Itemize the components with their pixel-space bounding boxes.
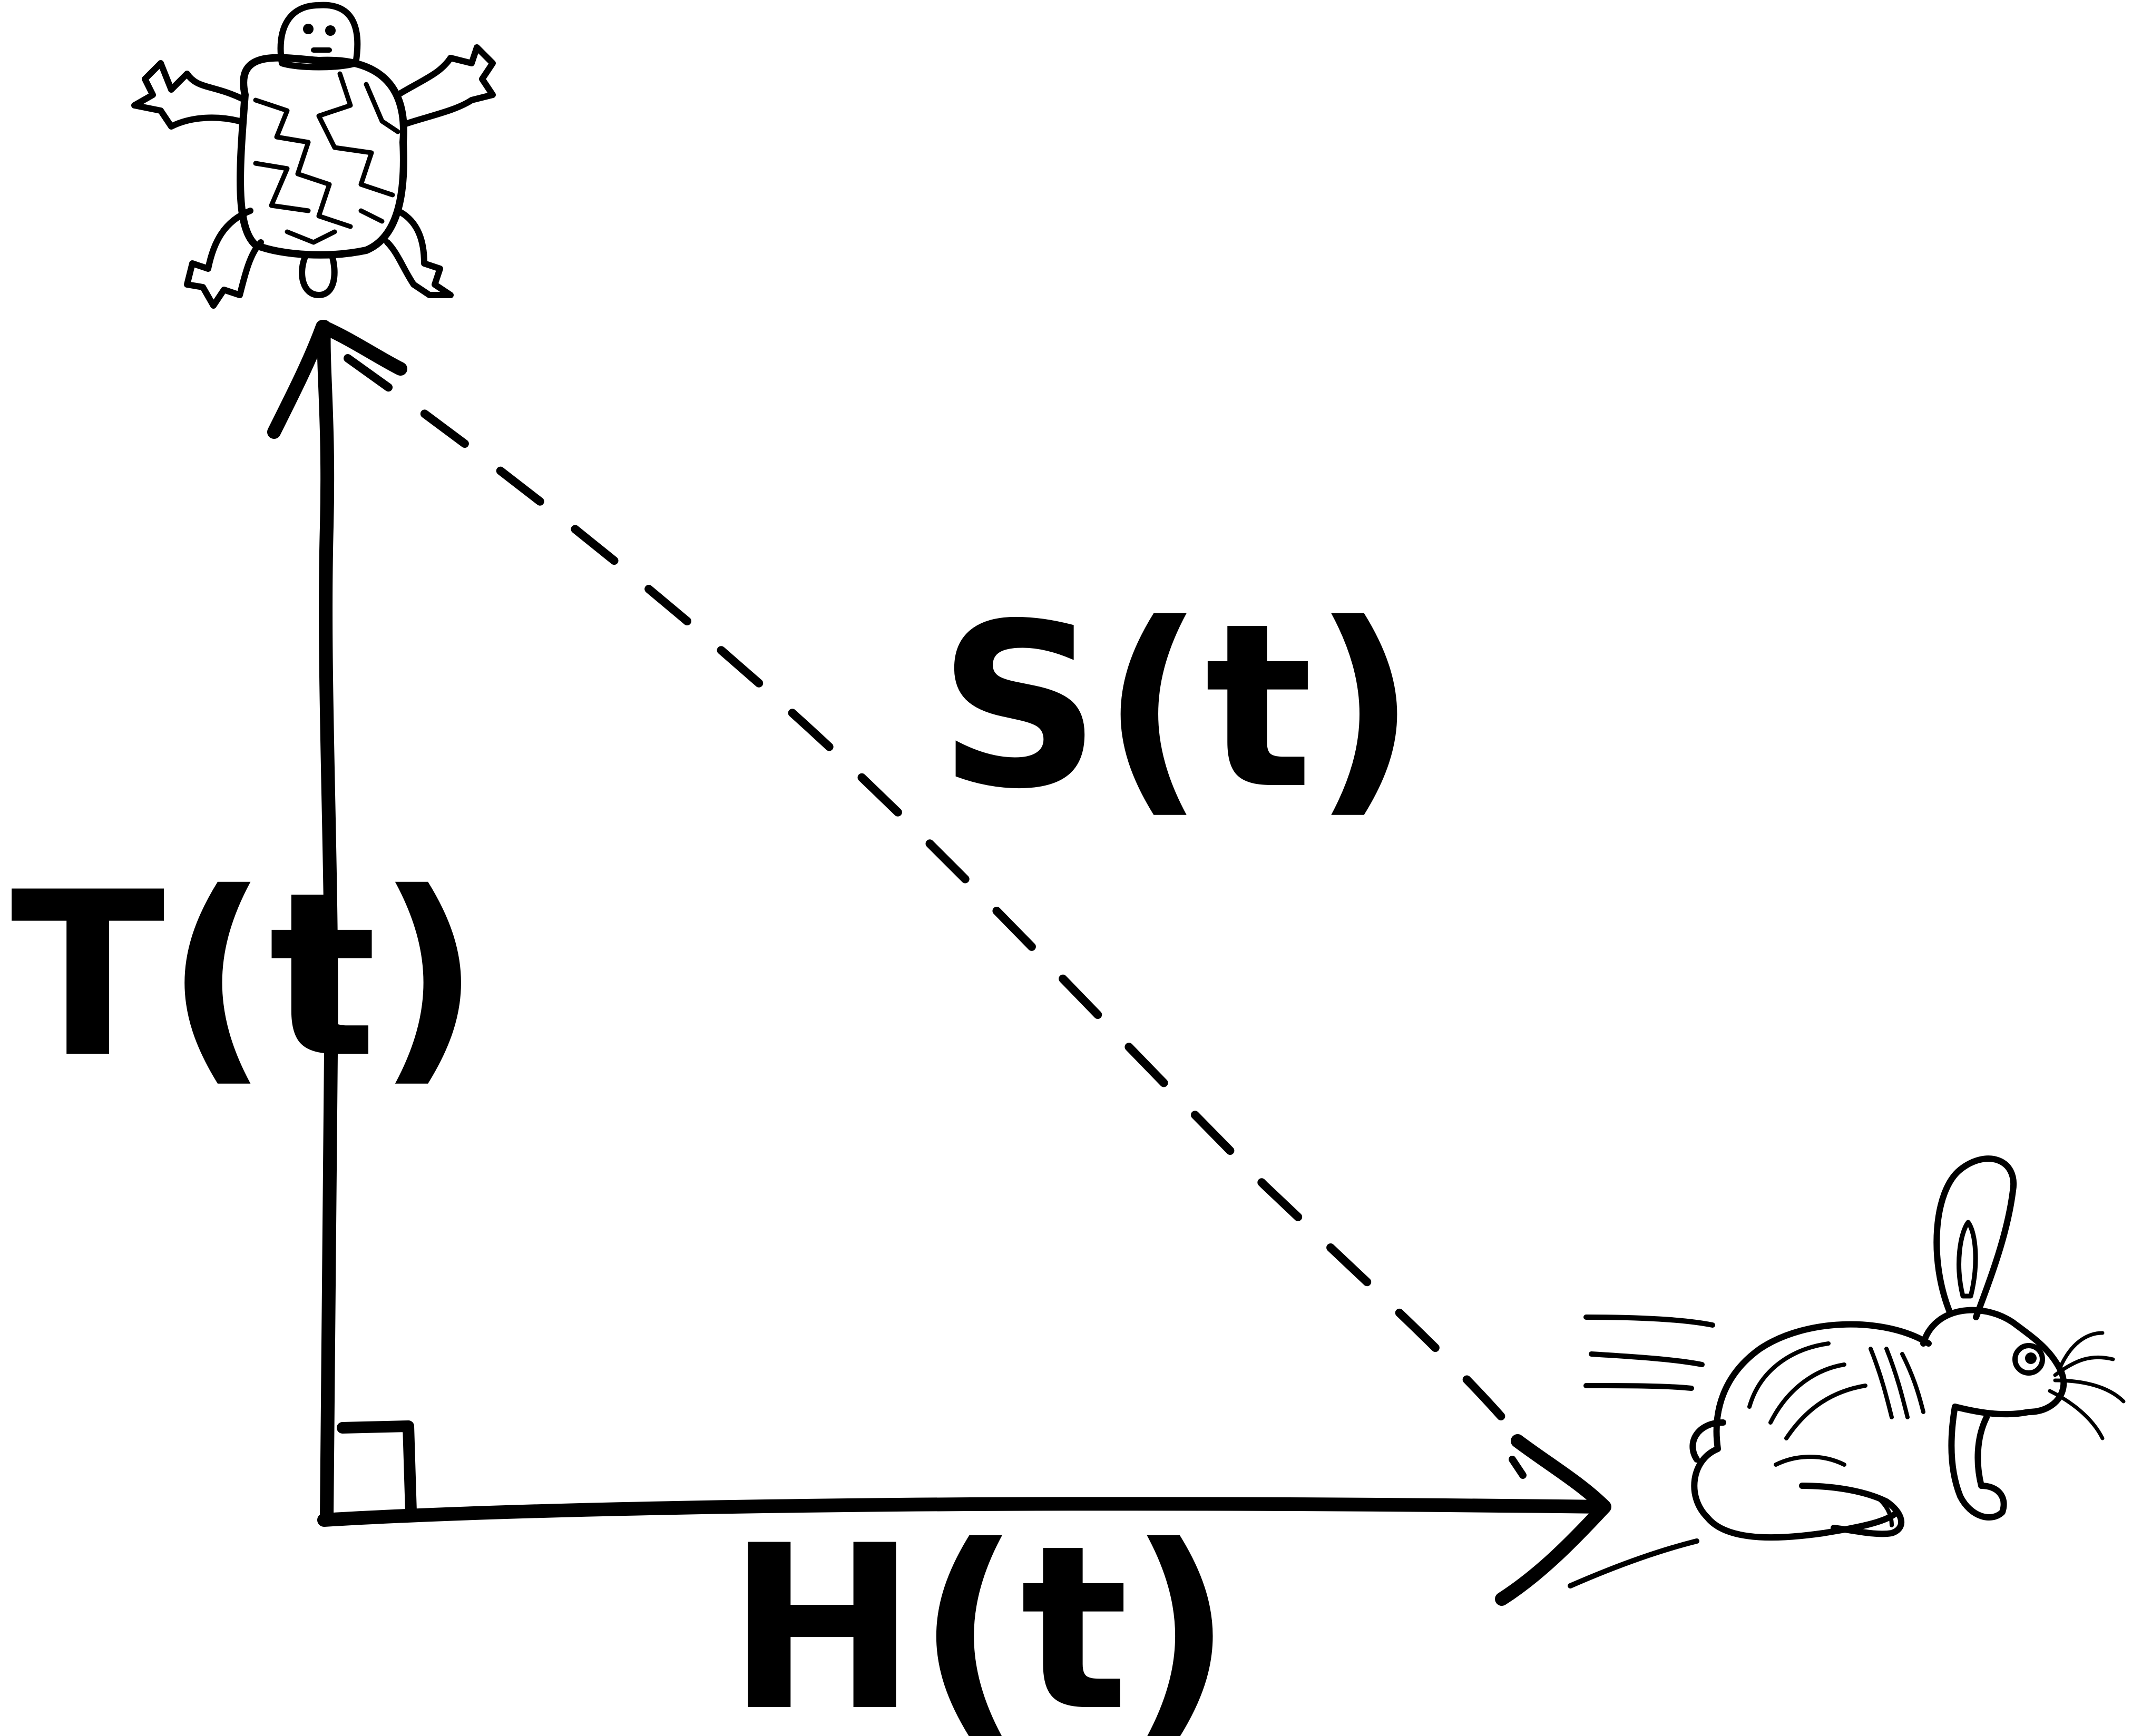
turtle-icon — [131, 2, 496, 309]
right-angle-marker — [337, 1420, 417, 1518]
vertical-arrow — [267, 320, 407, 1524]
hypotenuse-dashed-line — [344, 354, 1532, 1479]
horizontal-arrow — [317, 1434, 1611, 1606]
motion-lines — [1568, 1315, 1715, 1588]
rabbit-icon — [1689, 1155, 2126, 1541]
horizontal-label: H(t) — [727, 1497, 1232, 1736]
hypotenuse-label: S(t) — [938, 575, 1416, 839]
vertical-label: T(t) — [11, 844, 481, 1107]
